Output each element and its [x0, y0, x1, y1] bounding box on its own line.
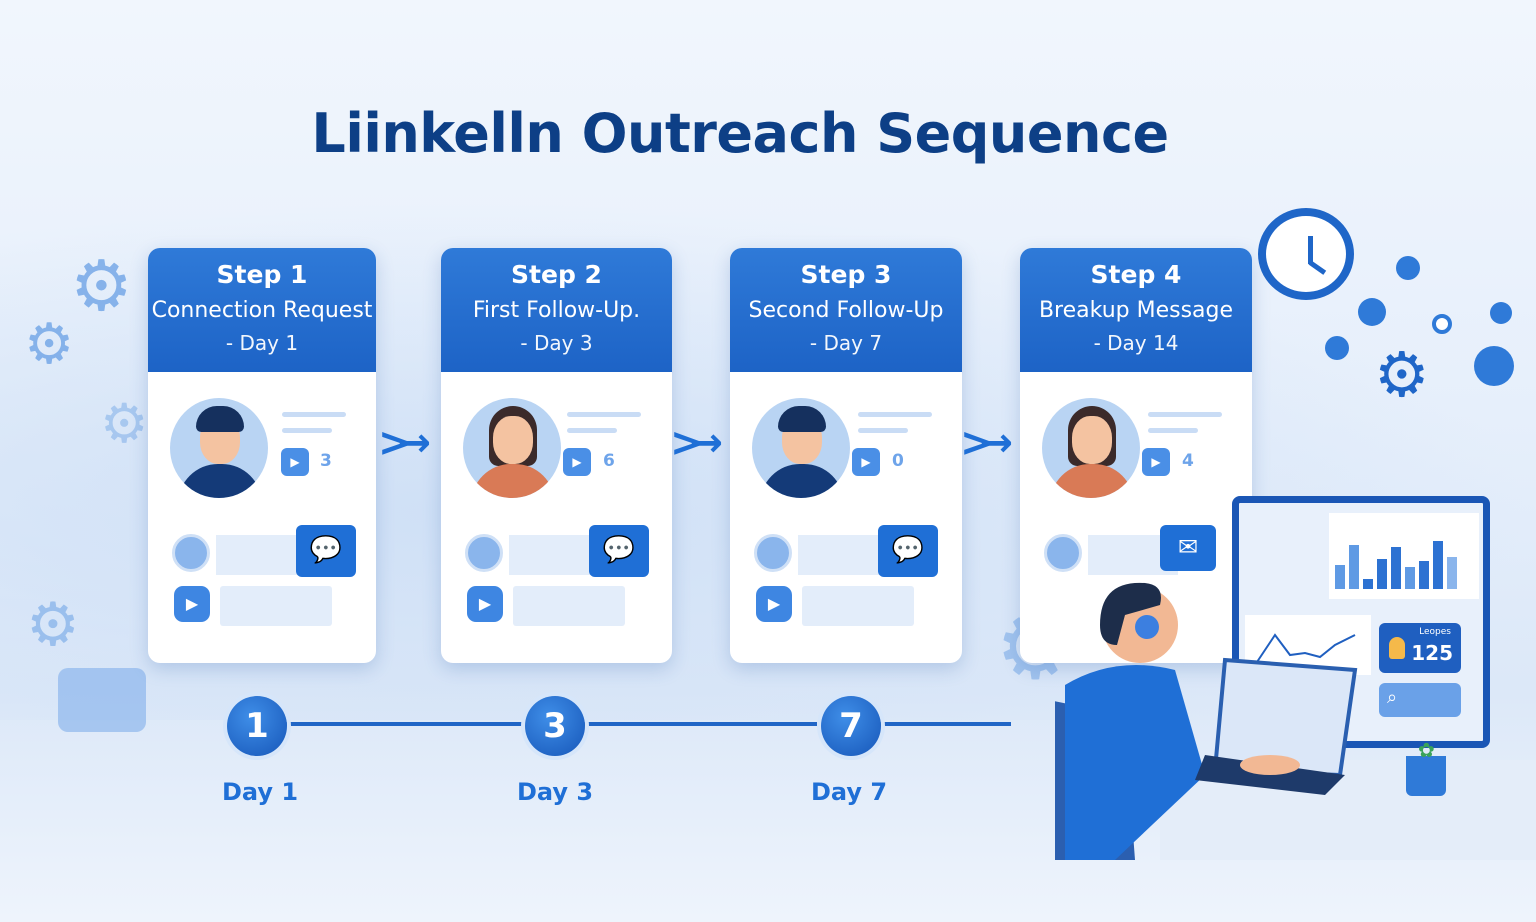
step-card-2: Step 2 First Follow-Up. - Day 3 ▶ 6 💬 ▶	[441, 248, 672, 663]
timeline-day-label: Day 1	[221, 778, 299, 806]
chat-bubble-icon: 💬	[878, 525, 938, 577]
step-number: Step 4	[1090, 260, 1182, 289]
message-count: 4	[1182, 451, 1194, 471]
timeline-line	[851, 722, 1011, 726]
step-header: Step 2 First Follow-Up. - Day 3	[441, 248, 672, 372]
step-card-3: Step 3 Second Follow-Up - Day 7 ▶ 0 💬 ▶	[730, 248, 962, 663]
bar-chart	[1329, 513, 1479, 599]
network-node	[1490, 302, 1512, 324]
message-count: 6	[603, 451, 615, 471]
user-icon	[1044, 534, 1082, 572]
person-at-laptop	[1055, 582, 1358, 860]
step-day: - Day 7	[809, 331, 883, 355]
network-node	[1358, 298, 1386, 326]
step-name: Connection Request	[151, 298, 373, 323]
gear-icon: ⚙	[24, 312, 75, 377]
step-number: Step 3	[800, 260, 892, 289]
plant-icon: ✿	[1418, 738, 1435, 762]
search-widget: ⌕	[1379, 683, 1461, 717]
step-number: Step 2	[511, 260, 602, 289]
network-node	[1432, 314, 1452, 334]
leads-widget: Leopes 125	[1379, 623, 1461, 673]
timeline-line	[555, 722, 817, 726]
network-node	[1396, 256, 1420, 280]
clock-icon	[1258, 208, 1354, 300]
avatar-male	[170, 398, 268, 498]
step-day: - Day 3	[520, 331, 593, 355]
avatar-male	[752, 398, 850, 498]
avatar-female	[1042, 398, 1140, 498]
chat-bubble-icon: 💬	[296, 525, 356, 577]
message-count: 0	[892, 451, 904, 471]
step-header: Step 3 Second Follow-Up - Day 7	[730, 248, 962, 372]
play-icon: ▶	[756, 586, 792, 622]
gear-icon: ⚙	[100, 392, 149, 455]
step-header: Step 4 Breakup Message - Day 14	[1020, 248, 1252, 372]
user-icon	[754, 534, 792, 572]
step-day: - Day 1	[225, 331, 299, 355]
network-node	[1474, 346, 1514, 386]
chat-icon	[58, 668, 146, 732]
leads-label: Leopes	[1419, 627, 1451, 637]
video-icon: ▶	[1142, 448, 1170, 476]
gear-star-icon: ⚙	[1374, 338, 1430, 411]
step-name: First Follow-Up.	[472, 298, 641, 323]
timeline-day-label: Day 3	[516, 778, 594, 806]
avatar-female	[463, 398, 561, 498]
step-number: Step 1	[216, 260, 308, 289]
arrow-icon: >→	[960, 420, 1013, 466]
user-icon	[465, 534, 503, 572]
arrow-icon: >→	[378, 420, 431, 466]
plant-pot	[1406, 756, 1446, 796]
step-name: Second Follow-Up	[748, 298, 944, 323]
timeline-line	[257, 722, 522, 726]
video-icon: ▶	[852, 448, 880, 476]
search-icon: ⌕	[1387, 687, 1398, 708]
play-icon: ▶	[467, 586, 503, 622]
timeline-day-label: Day 7	[810, 778, 888, 806]
timeline-marker: 7	[821, 696, 881, 756]
video-icon: ▶	[563, 448, 591, 476]
step-card-1: Step 1 Connection Request - Day 1 ▶ 3 💬 ▶	[148, 248, 376, 663]
arrow-icon: >→	[670, 420, 723, 466]
message-count: 3	[320, 451, 332, 471]
chat-bubble-icon: 💬	[589, 525, 649, 577]
user-icon	[172, 534, 210, 572]
step-card-4: Step 4 Breakup Message - Day 14 ▶ 4 ✉	[1020, 248, 1252, 663]
network-node	[1325, 336, 1349, 360]
timeline-marker: 3	[525, 696, 585, 756]
step-day: - Day 14	[1093, 331, 1179, 355]
play-icon: ▶	[174, 586, 210, 622]
person-icon	[1389, 637, 1405, 659]
gear-icon: ⚙	[26, 590, 80, 660]
email-icon: ✉	[1160, 525, 1216, 571]
page-title: Liinkelln Outreach Sequence	[311, 102, 1169, 165]
step-header: Step 1 Connection Request - Day 1	[148, 248, 376, 372]
step-name: Breakup Message	[1038, 298, 1234, 323]
leads-value: 125	[1411, 641, 1453, 665]
gear-icon: ⚙	[70, 245, 133, 327]
video-icon: ▶	[281, 448, 309, 476]
timeline-marker: 1	[227, 696, 287, 756]
